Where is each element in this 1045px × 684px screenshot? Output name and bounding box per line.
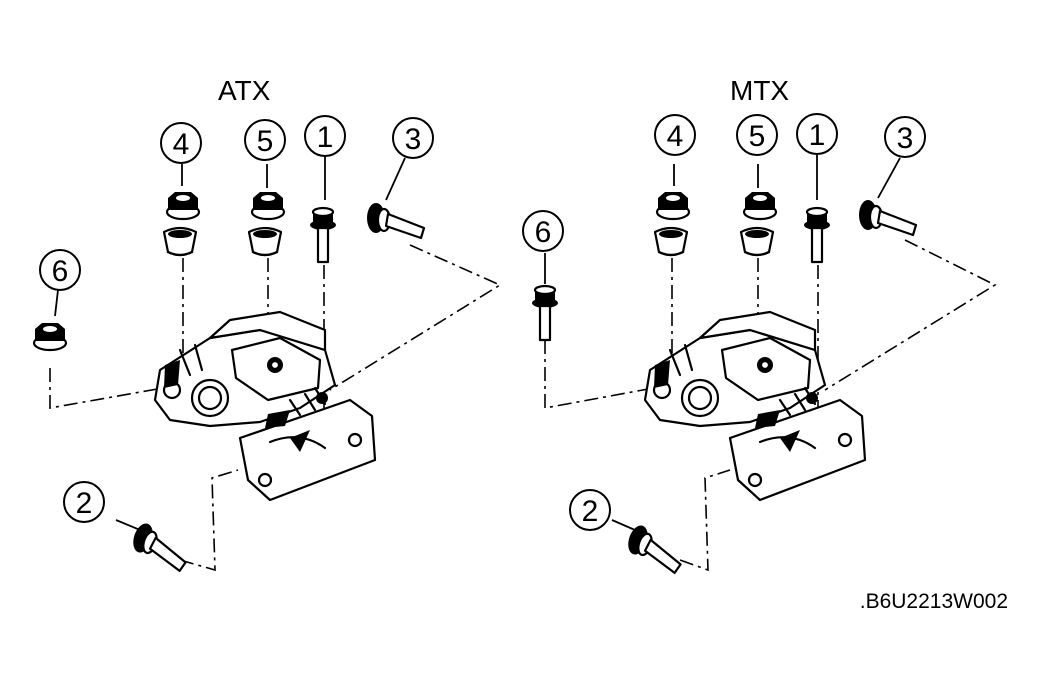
- atx-callout-4: 4: [160, 122, 202, 164]
- mtx-callout-6: 6: [522, 210, 564, 252]
- atx-flange-bolt-icon-3: [365, 201, 426, 240]
- atx-callout-6: 6: [39, 249, 81, 291]
- mtx-bushing-icon-4: [653, 226, 689, 257]
- mtx-flange-bolt-icon-3: [857, 198, 918, 237]
- atx-callout-2: 2: [63, 481, 105, 523]
- mtx-leader-3: [824, 239, 997, 391]
- svg-text:2: 2: [76, 487, 93, 520]
- mtx-callout-5: 5: [736, 114, 778, 156]
- svg-text:5: 5: [749, 120, 766, 153]
- mtx-bushing-icon-5: [739, 226, 775, 257]
- atx-callout-1: 1: [304, 115, 346, 157]
- svg-text:2: 2: [582, 495, 599, 528]
- atx-group: ATX 4 5: [32, 75, 502, 573]
- mtx-callout-4: 4: [654, 114, 696, 156]
- svg-text:6: 6: [52, 255, 69, 288]
- svg-text:5: 5: [257, 125, 274, 158]
- atx-leader-2: [179, 469, 239, 572]
- svg-text:3: 3: [405, 123, 422, 156]
- atx-engine-mount-icon: [153, 310, 377, 502]
- atx-leader-3: [329, 244, 502, 391]
- atx-bolt-icon-1: [308, 206, 338, 264]
- mtx-nut-icon-4: [655, 190, 691, 221]
- mtx-title: MTX: [730, 75, 789, 106]
- atx-nut-icon-6: [32, 321, 68, 352]
- svg-text:1: 1: [809, 119, 826, 152]
- svg-text:1: 1: [317, 121, 334, 154]
- svg-text:3: 3: [897, 122, 914, 155]
- svg-text:4: 4: [173, 128, 190, 161]
- atx-bushing-icon-5: [247, 226, 283, 257]
- mtx-callout-1: 1: [796, 113, 838, 155]
- atx-bushing-icon-4: [162, 226, 198, 257]
- mtx-callout-3: 3: [884, 116, 926, 158]
- atx-callout-5: 5: [244, 119, 286, 161]
- svg-text:4: 4: [667, 120, 684, 153]
- mtx-bolt-icon-1: [802, 206, 832, 264]
- mtx-group: MTX 4 5 1: [522, 75, 997, 575]
- mtx-nut-icon-5: [742, 190, 778, 221]
- svg-text:6: 6: [535, 216, 552, 249]
- atx-title: ATX: [218, 75, 271, 106]
- mtx-leader-6: [544, 340, 671, 409]
- mtx-engine-mount-icon: [643, 310, 867, 502]
- mtx-callout-2: 2: [569, 489, 611, 531]
- mtx-flange-bolt-icon-2: [622, 521, 690, 575]
- atx-nut-icon-5: [250, 190, 286, 221]
- mtx-bolt-icon-6: [530, 284, 560, 342]
- figure-code: .B6U2213W002: [860, 590, 1008, 613]
- atx-nut-icon-4: [165, 190, 201, 221]
- mtx-leader-2: [679, 469, 731, 572]
- atx-callout-3: 3: [392, 117, 434, 159]
- atx-leader-6: [49, 368, 181, 409]
